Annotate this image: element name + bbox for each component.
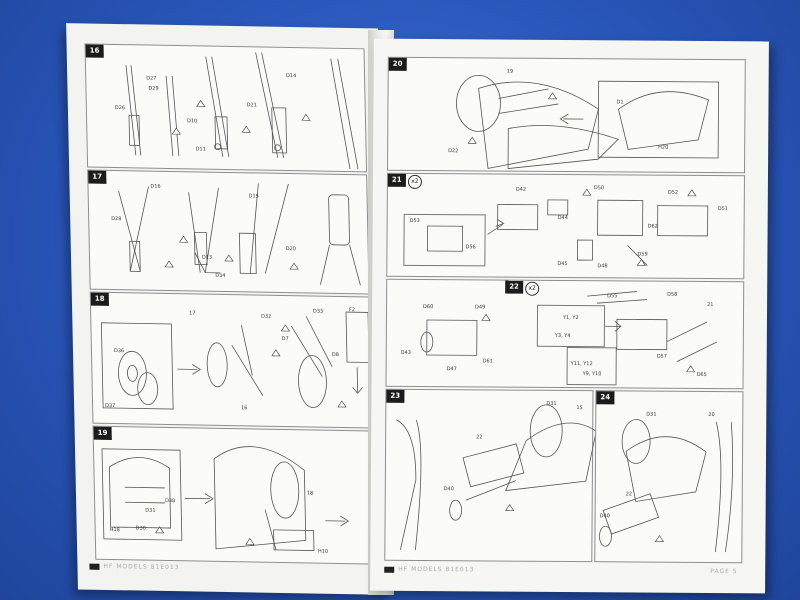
part-label: D57	[656, 353, 667, 360]
step-21-panel: 21 x2 D42 D50 D52 D51 D44	[386, 172, 745, 280]
part-label: D26	[114, 104, 126, 112]
right-page: 20 19 D22 D1 H20	[370, 38, 769, 594]
part-label: D32	[261, 313, 272, 320]
part-label: D38	[164, 497, 176, 505]
part-label: D30	[135, 525, 146, 532]
part-label: D43	[400, 349, 411, 356]
step-20-panel: 20 19 D22 D1 H20	[387, 56, 746, 174]
brand-logo	[384, 566, 395, 573]
step-20-drawing	[456, 74, 720, 170]
part-label: D62	[647, 223, 658, 230]
step-18-drawing	[100, 311, 370, 410]
part-label: D14	[286, 72, 297, 80]
left-footer-text: HF MODELS 81E013	[103, 562, 180, 572]
part-label: D36	[113, 348, 125, 355]
step-23-drawing	[396, 404, 597, 550]
part-label: 15	[576, 405, 583, 412]
step-16-drawing	[125, 52, 359, 170]
part-label: 22	[476, 434, 483, 441]
part-label: F2	[348, 307, 356, 314]
part-label: Y9, Y10	[582, 371, 602, 378]
part-label: D42	[515, 186, 527, 193]
part-label: 22	[625, 491, 633, 498]
part-label: D61	[482, 358, 493, 365]
part-label: D7	[281, 335, 289, 343]
part-label: Y3, Y4	[554, 332, 571, 340]
part-label: D47	[446, 366, 457, 373]
part-label: D20	[285, 245, 296, 253]
step-21-drawing	[427, 188, 709, 266]
part-label: D8	[331, 351, 339, 358]
part-label: D21	[246, 102, 258, 109]
part-label: D50	[593, 185, 605, 192]
step-24-panel: 24 D31 20 D40 22	[594, 390, 744, 564]
part-label: H10	[317, 548, 329, 555]
part-label: D37	[105, 402, 116, 410]
part-label: H18	[109, 526, 120, 534]
part-label: Y1, Y2	[562, 314, 579, 322]
step-22-panel: 22 x2 D60 D49 D43 D47 D61 D5	[385, 278, 745, 390]
part-label: D44	[557, 214, 568, 221]
part-label: D60	[423, 303, 434, 311]
part-label: D10	[187, 118, 198, 125]
part-label: D53	[409, 217, 420, 224]
part-label: D52	[667, 189, 679, 196]
part-label: 18	[306, 490, 314, 497]
part-label: D55	[607, 293, 618, 300]
part-label: 21	[707, 301, 714, 309]
part-label: 17	[189, 310, 196, 317]
step-22-drawing	[420, 291, 717, 373]
part-label: D49	[475, 304, 486, 311]
step-24-drawing	[599, 419, 734, 553]
step-18-panel: 18 D36	[89, 291, 373, 429]
part-label: D58	[667, 291, 678, 298]
part-label: 19	[506, 68, 514, 75]
brand-logo	[89, 563, 100, 570]
part-label: D56	[465, 244, 476, 251]
part-label: D29	[148, 85, 159, 92]
step-17-drawing	[118, 183, 361, 286]
part-label: D31	[546, 400, 557, 407]
part-label: D11	[195, 146, 206, 153]
part-label: D1	[616, 99, 624, 106]
part-label: D33	[312, 308, 324, 315]
part-label: D65	[696, 371, 707, 378]
part-label: H20	[658, 144, 669, 151]
part-label: D22	[448, 148, 459, 155]
part-label: 20	[708, 411, 715, 419]
part-label: D13	[201, 254, 213, 261]
part-label: D31	[145, 507, 156, 514]
part-label: D45	[557, 260, 568, 267]
part-label: D59	[637, 251, 648, 258]
part-label: 16	[241, 405, 248, 412]
part-label: D48	[597, 263, 608, 270]
page-number: PAGE 5	[710, 567, 738, 576]
step-19-drawing	[101, 446, 350, 551]
part-label: D34	[215, 272, 226, 279]
part-label: D27	[146, 75, 157, 82]
part-label: D28	[111, 215, 122, 223]
part-label: D31	[646, 411, 657, 418]
part-label: Y11, Y12	[570, 361, 593, 368]
part-label: D51	[717, 206, 728, 213]
step-23-panel: 23 D31 D40 22 15	[384, 388, 597, 563]
step-17-panel: 17 D28 D20	[87, 169, 370, 295]
right-footer-text: HF MODELS 81E013	[398, 565, 475, 574]
part-label: D40	[443, 486, 455, 493]
part-label: D40	[599, 513, 610, 520]
part-label: D15	[248, 193, 259, 200]
part-label: D16	[150, 183, 161, 190]
step-16-panel: 16 D26 D29	[84, 43, 368, 173]
left-page: 16 D26 D29	[66, 23, 390, 595]
step-19-panel: 19 H18 D38 D30 D31 18	[92, 425, 376, 565]
